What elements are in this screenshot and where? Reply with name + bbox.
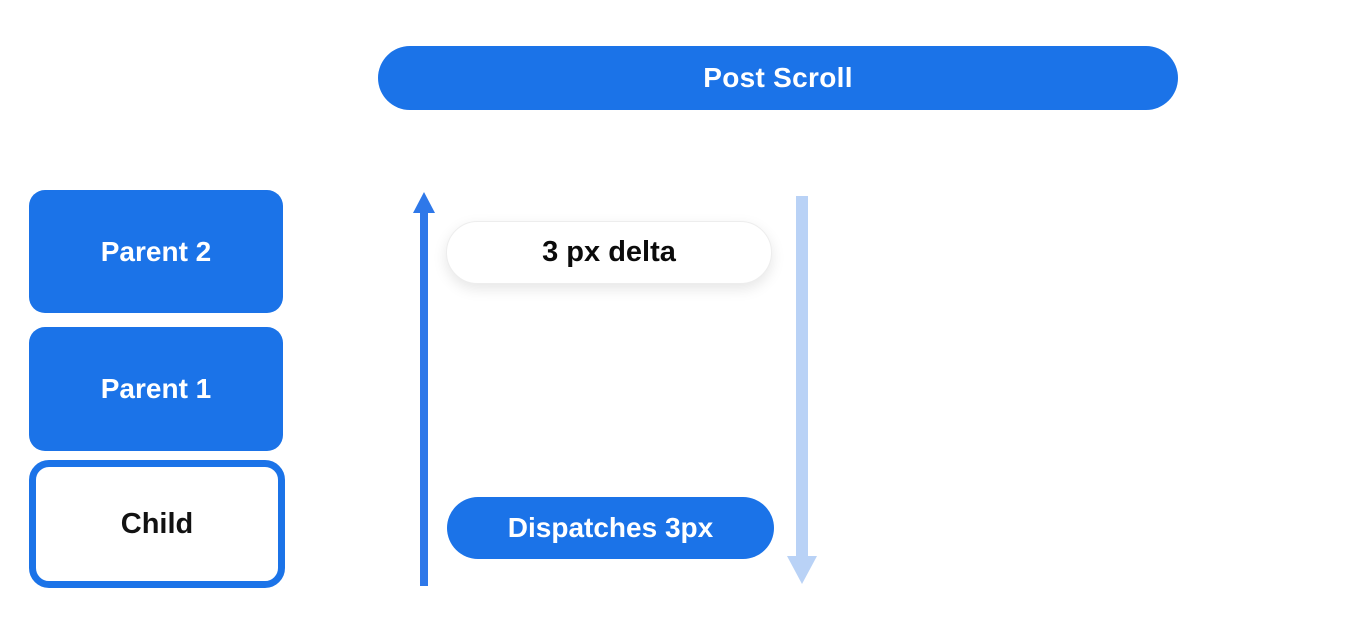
node-parent-1: Parent 1 [29, 327, 283, 451]
up-arrow-icon [409, 192, 439, 586]
node-parent-1-label: Parent 1 [100, 373, 212, 404]
delta-pill: 3 px delta [446, 221, 772, 284]
node-parent-2-label: Parent 2 [100, 235, 212, 267]
node-parent-2: Parent 2 [29, 190, 283, 313]
dispatches-pill-label: Dispatches 3px [507, 512, 714, 543]
down-arrow-icon [785, 196, 819, 586]
post-scroll-banner: Post Scroll [378, 46, 1178, 110]
node-child: Child [29, 460, 285, 588]
dispatches-pill: Dispatches 3px [447, 497, 774, 559]
post-scroll-label: Post Scroll [703, 62, 853, 93]
node-child-label: Child [120, 507, 194, 540]
delta-pill-label: 3 px delta [542, 236, 676, 268]
